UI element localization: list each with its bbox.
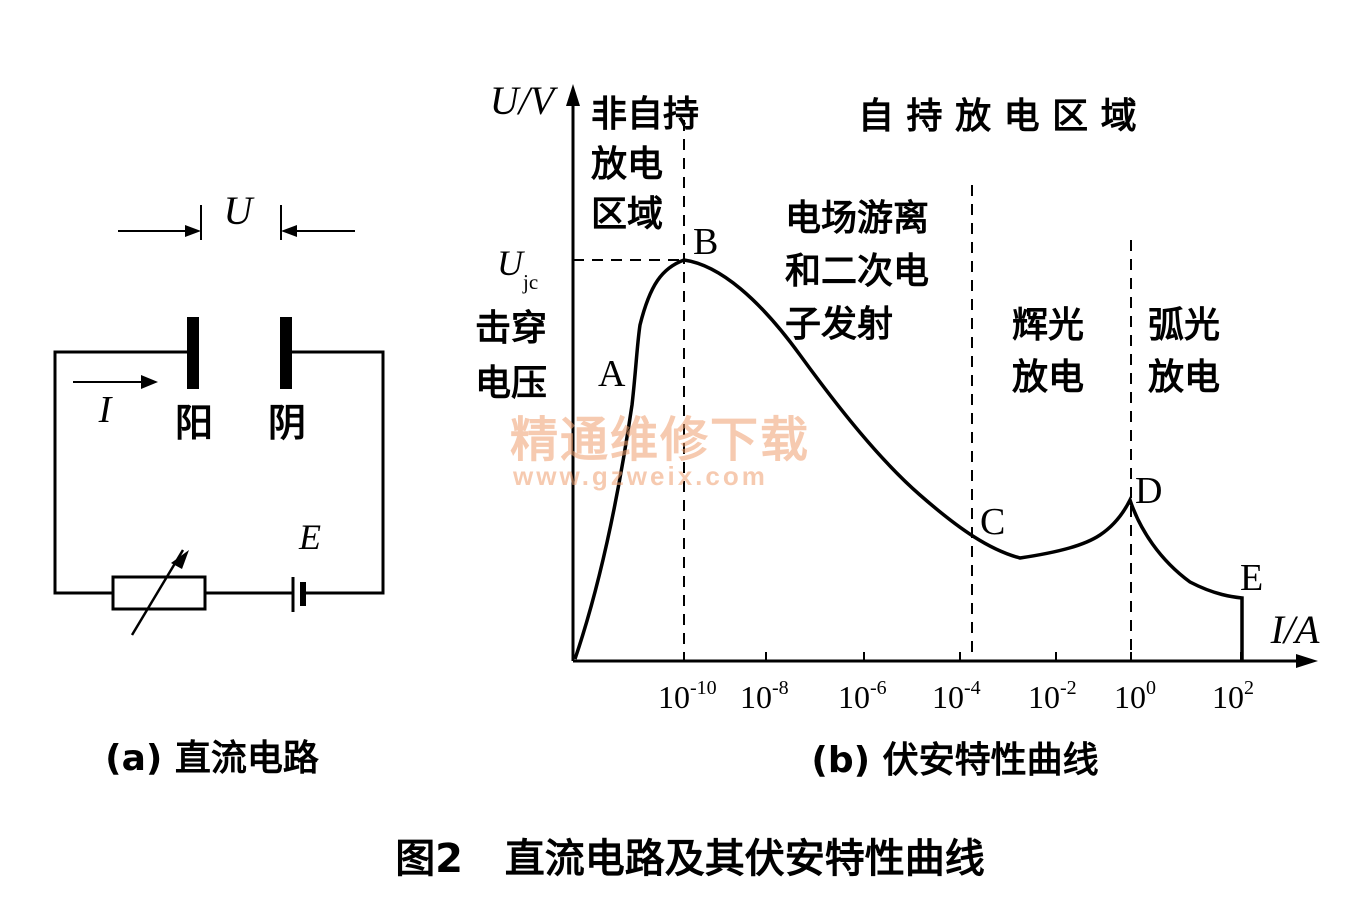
chart-caption: (b) 伏安特性曲线 — [811, 740, 1098, 781]
cathode-plate — [280, 317, 292, 389]
point-d-label: D — [1135, 470, 1162, 512]
svg-text:放电: 放电 — [1012, 357, 1084, 398]
anode-label: 阳 — [175, 401, 213, 445]
y-axis-arrowhead — [566, 84, 580, 106]
region-field-ionization: 电场游离 和二次电 子发射 — [785, 198, 929, 345]
point-a-label: A — [598, 353, 626, 395]
svg-text:电场游离: 电场游离 — [785, 198, 929, 239]
svg-text:辉光: 辉光 — [1012, 305, 1084, 346]
region-dividers — [573, 120, 1132, 661]
curve-point-labels: A B C D E — [598, 221, 1263, 599]
svg-text:区域: 区域 — [591, 194, 663, 235]
figure-caption: 图2 直流电路及其伏安特性曲线 — [395, 836, 985, 882]
circuit-fills — [141, 225, 306, 606]
y-axis-label: U/V — [490, 78, 559, 123]
x-tick-label: 10-10 — [658, 677, 717, 715]
ujc-label: Ujc — [497, 243, 538, 294]
x-tick-label: 102 — [1212, 677, 1254, 715]
region-non-self-sustaining: 非自持 放电 区域 — [591, 94, 699, 235]
chart-axes — [571, 100, 1300, 663]
watermark-text: 精通维修下载 — [510, 412, 810, 468]
svg-text:电压: 电压 — [475, 363, 547, 404]
x-tick-label: 10-2 — [1028, 677, 1077, 715]
x-tick-label: 100 — [1114, 677, 1156, 715]
svg-text:放电: 放电 — [591, 144, 663, 185]
svg-text:非自持: 非自持 — [591, 94, 699, 135]
svg-text:弧光: 弧光 — [1148, 305, 1220, 346]
region-glow-discharge: 辉光 放电 — [1012, 305, 1084, 398]
x-axis-label: I/A — [1270, 607, 1320, 652]
point-c-label: C — [980, 501, 1005, 543]
circuit-caption: (a) 直流电路 — [105, 738, 320, 779]
current-label: I — [98, 389, 114, 431]
emf-label: E — [298, 517, 321, 557]
region-arc-discharge: 弧光 放电 — [1148, 305, 1220, 398]
svg-text:放电: 放电 — [1148, 357, 1220, 398]
battery-negative-plate — [300, 582, 306, 606]
svg-text:和二次电: 和二次电 — [785, 251, 929, 292]
watermark-url: www.gzweix.com — [512, 461, 768, 491]
x-tick-labels: 10-10 10-8 10-6 10-4 10-2 100 102 — [658, 677, 1254, 715]
vi-characteristic-curve — [573, 258, 1244, 661]
anode-plate — [187, 317, 199, 389]
x-axis-arrowhead — [1296, 654, 1318, 668]
dc-circuit-diagram — [53, 205, 385, 636]
svg-text:子发射: 子发射 — [785, 304, 893, 345]
point-e-label: E — [1240, 557, 1263, 599]
cathode-label: 阴 — [268, 401, 306, 445]
watermark: 精通维修下载 www.gzweix.com — [510, 412, 810, 491]
x-tick-label: 10-8 — [740, 677, 789, 715]
x-tick-label: 10-6 — [838, 677, 887, 715]
breakdown-voltage-label: 击穿 电压 — [475, 308, 547, 404]
x-tick-label: 10-4 — [932, 677, 981, 715]
point-b-label: B — [693, 221, 718, 263]
region-self-sustaining-title: 自 持 放 电 区 域 — [858, 96, 1137, 137]
voltage-label: U — [224, 188, 256, 233]
svg-text:击穿: 击穿 — [475, 308, 547, 349]
